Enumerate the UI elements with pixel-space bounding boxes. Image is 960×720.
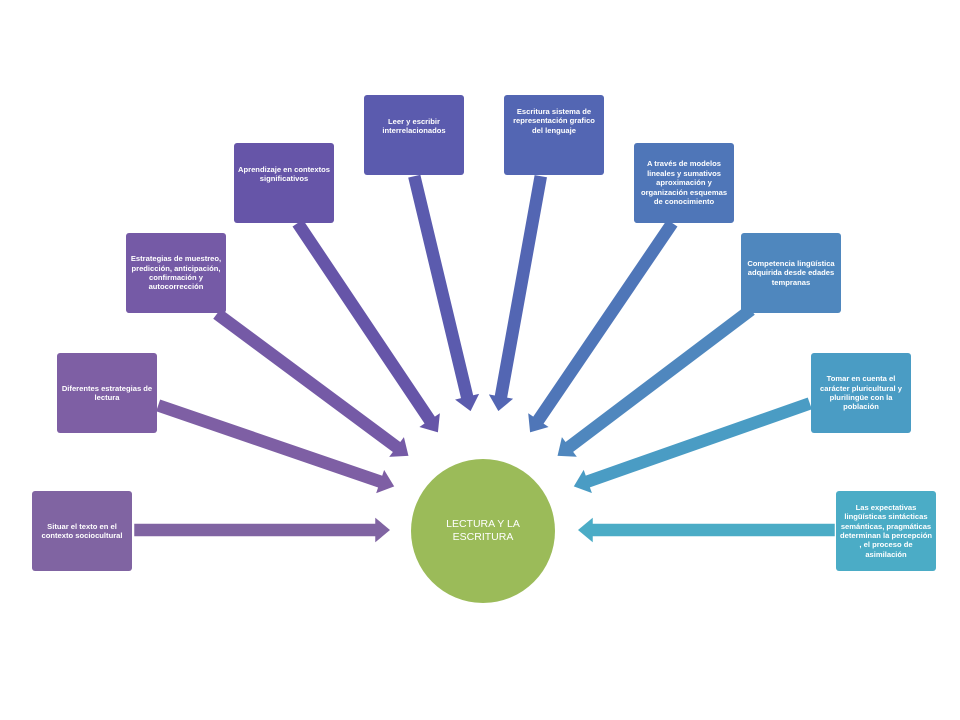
- node-diferentes-estrategias: Diferentes estrategias de lectura: [57, 353, 157, 433]
- node-estrategias-muestreo: Estrategias de muestreo, predicción, ant…: [126, 233, 226, 313]
- arrow-diferentes: [153, 396, 398, 498]
- node-pluricultural: Tomar en cuenta el carácter pluricultura…: [811, 353, 911, 433]
- arrow-situar: [131, 512, 394, 548]
- center-node: LECTURA Y LA ESCRITURA: [411, 459, 555, 603]
- arrow-aprendizaje: [289, 216, 443, 436]
- node-escritura-sistema: Escritura sistema de representación graf…: [504, 95, 604, 175]
- arrow-pluricultural: [570, 394, 816, 498]
- arrow-modelos: [525, 216, 681, 436]
- arrow-escritura: [483, 172, 550, 415]
- node-modelos-lineales: A través de modelos lineales y sumativos…: [634, 143, 734, 223]
- arrow-leer: [405, 171, 484, 415]
- node-situar-texto: Situar el texto en el contexto sociocult…: [32, 491, 132, 571]
- node-competencia-linguistica: Competencia lingüística adquirida desde …: [741, 233, 841, 313]
- node-expectativas: Las expectativas lingüísticas sintáctica…: [836, 491, 936, 571]
- node-aprendizaje-contextos: Aprendizaje en contextos significativos: [234, 143, 334, 223]
- node-leer-escribir: Leer y escribir interrelacionados: [364, 95, 464, 175]
- arrow-expectativas: [574, 512, 838, 548]
- arrow-muestreo: [209, 305, 412, 460]
- arrow-competencia: [554, 301, 759, 460]
